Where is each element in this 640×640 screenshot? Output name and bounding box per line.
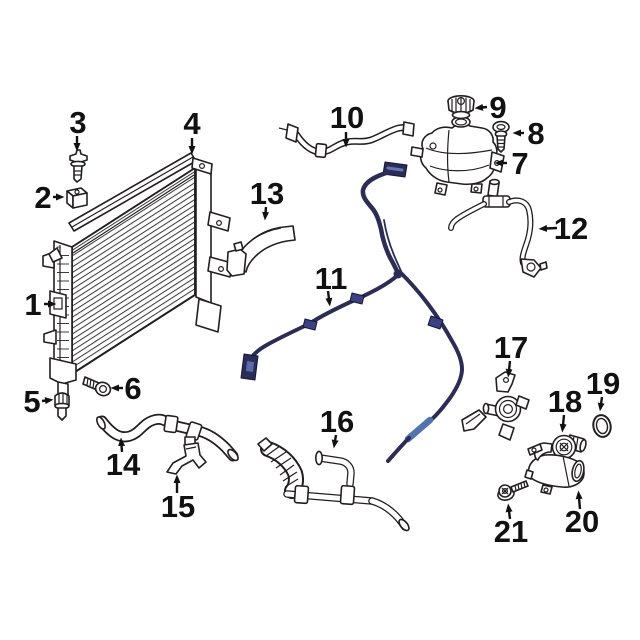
callout-label-17: 17 [494, 330, 528, 365]
part-11-coolant-hose-assembly-drawing [240, 161, 464, 463]
part-3-push-pin-drawing [69, 149, 88, 183]
callout-label-20: 20 [565, 504, 599, 539]
callout-14: 14 [106, 437, 141, 482]
callout-11: 11 [315, 261, 348, 307]
part-14-lower-hose-drawing [96, 413, 239, 462]
part-1-side-bracket-drawing [49, 290, 67, 319]
part-16-hose-assembly-drawing [257, 437, 410, 532]
callout-6: 6 [110, 371, 142, 406]
callout-label-10: 10 [330, 100, 364, 135]
callouts-layer: 1 2 3 4 5 6 7 8 [23, 90, 620, 549]
callout-label-6: 6 [124, 371, 141, 406]
part-15-hose-bracket-drawing [166, 436, 207, 475]
callout-3: 3 [69, 105, 87, 152]
callout-label-19: 19 [586, 366, 620, 401]
part-2-mount-clip-drawing [66, 187, 88, 209]
callout-label-12: 12 [554, 211, 588, 246]
callout-label-2: 2 [34, 180, 51, 215]
part-21-bolt-drawing [497, 480, 529, 501]
callout-4: 4 [183, 106, 201, 155]
callout-8: 8 [512, 116, 545, 151]
callout-label-5: 5 [23, 384, 40, 419]
callout-label-13: 13 [250, 176, 284, 211]
part-19-seal-drawing [592, 414, 612, 438]
callout-label-16: 16 [320, 404, 354, 439]
callout-label-14: 14 [106, 447, 141, 482]
callout-label-15: 15 [161, 489, 195, 524]
callout-17: 17 [494, 330, 528, 378]
callout-label-11: 11 [315, 261, 348, 296]
callout-21: 21 [494, 503, 528, 549]
part-13-hose-elbow-drawing [226, 225, 296, 277]
callout-7: 7 [494, 146, 529, 181]
callout-1: 1 [24, 287, 57, 322]
callout-label-18: 18 [548, 384, 582, 419]
callout-label-7: 7 [511, 146, 528, 181]
callout-19: 19 [586, 366, 620, 412]
part-12-return-hose-drawing [448, 178, 548, 278]
part-8-screw-drawing [492, 120, 510, 153]
callout-label-3: 3 [69, 105, 86, 140]
callout-9: 9 [474, 90, 507, 125]
callout-label-8: 8 [527, 116, 544, 151]
part-17-aux-water-pump-drawing [461, 371, 530, 441]
callout-2: 2 [34, 180, 65, 215]
part-6-bolt-drawing [82, 376, 112, 397]
callout-20: 20 [565, 490, 599, 539]
callout-10: 10 [330, 100, 364, 148]
callout-16: 16 [320, 404, 354, 449]
callout-15: 15 [161, 474, 195, 524]
callout-label-9: 9 [489, 90, 506, 125]
callout-label-21: 21 [494, 514, 528, 549]
callout-12: 12 [538, 211, 588, 246]
callout-5: 5 [23, 384, 54, 419]
callout-18: 18 [548, 384, 582, 433]
part-20-water-outlet-drawing [524, 442, 585, 495]
callout-label-1: 1 [24, 287, 41, 322]
callout-label-4: 4 [183, 106, 201, 141]
callout-13: 13 [250, 176, 284, 221]
part-5-drain-plug-drawing [54, 392, 70, 421]
part-9-reservoir-cap-drawing [447, 95, 475, 120]
